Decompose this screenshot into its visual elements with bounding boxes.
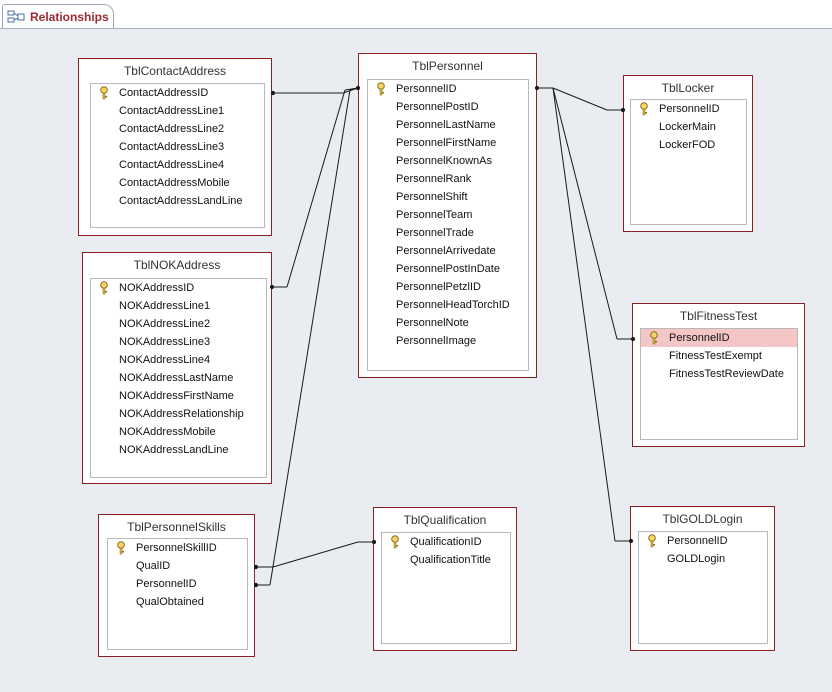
tab-label: Relationships	[30, 9, 109, 24]
field[interactable]: ContactAddressLine4	[119, 159, 225, 171]
field[interactable]: LockerFOD	[659, 139, 716, 151]
key-icon	[100, 86, 108, 100]
field[interactable]: PersonnelFirstName	[396, 137, 497, 149]
field-list[interactable]: PersonnelID FitnessTestExempt FitnessTes…	[640, 328, 798, 440]
field[interactable]: PersonnelTrade	[396, 227, 474, 239]
field[interactable]: GOLDLogin	[667, 553, 726, 565]
field-list[interactable]: PersonnelSkillID QualID PersonnelID Qual…	[107, 538, 248, 650]
relationships-tab[interactable]: Relationships	[2, 4, 114, 28]
table-personnel-skills[interactable]: TblPersonnelSkills PersonnelSkillID Qual…	[98, 514, 255, 657]
field[interactable]: ContactAddressMobile	[119, 177, 230, 189]
table-title[interactable]: TblFitnessTest	[679, 309, 758, 323]
field[interactable]: NOKAddressLine2	[119, 318, 211, 330]
table-title[interactable]: TblContactAddress	[123, 64, 227, 78]
table-contact-address[interactable]: TblContactAddress ContactAddressID Conta…	[78, 58, 272, 236]
field[interactable]: FitnessTestExempt	[669, 350, 762, 362]
key-icon	[648, 534, 656, 548]
table-gold-login[interactable]: TblGOLDLogin PersonnelID GOLDLogin	[630, 506, 775, 651]
table-title[interactable]: TblGOLDLogin	[662, 512, 743, 526]
table-locker[interactable]: TblLocker PersonnelID LockerMain LockerF…	[623, 75, 753, 232]
field-primary-key[interactable]: PersonnelID	[631, 100, 746, 118]
key-icon	[377, 82, 385, 96]
field[interactable]: LockerMain	[659, 121, 716, 133]
field[interactable]: QualID	[136, 560, 171, 572]
field-primary-key[interactable]: PersonnelID	[368, 80, 528, 98]
field-list[interactable]: PersonnelID PersonnelPostID PersonnelLas…	[367, 79, 529, 371]
field[interactable]: PersonnelKnownAs	[396, 155, 493, 167]
key-icon	[650, 331, 658, 345]
field-primary-key[interactable]: NOKAddressID	[91, 279, 266, 297]
field[interactable]: NOKAddressFirstName	[119, 390, 234, 402]
table-title[interactable]: TblNOKAddress	[133, 258, 221, 272]
table-nok-address[interactable]: TblNOKAddress NOKAddressID NOKAddressLin…	[82, 252, 272, 484]
field-list[interactable]: PersonnelID GOLDLogin	[638, 531, 768, 644]
field[interactable]: PersonnelImage	[396, 335, 477, 347]
field[interactable]: PersonnelPetzlID	[396, 281, 481, 293]
field[interactable]: ContactAddressLine2	[119, 123, 225, 135]
field[interactable]: PersonnelArrivedate	[396, 245, 496, 257]
table-title[interactable]: TblQualification	[403, 513, 487, 527]
field[interactable]: PersonnelPostInDate	[396, 263, 500, 275]
field[interactable]: PersonnelLastName	[396, 119, 496, 131]
field[interactable]: ContactAddressLine3	[119, 141, 225, 153]
table-fitness-test[interactable]: TblFitnessTest PersonnelID FitnessTestEx…	[632, 303, 805, 447]
field-primary-key[interactable]: PersonnelID	[639, 532, 767, 550]
field-primary-key-selected[interactable]: PersonnelID	[641, 329, 797, 347]
field-list[interactable]: ContactAddressID ContactAddressLine1 Con…	[90, 83, 265, 228]
field[interactable]: PersonnelShift	[396, 191, 468, 203]
table-title[interactable]: TblPersonnelSkills	[127, 520, 226, 534]
field[interactable]: NOKAddressLine4	[119, 354, 211, 366]
field[interactable]: PersonnelHeadTorchID	[396, 299, 510, 311]
field[interactable]: PersonnelRank	[396, 173, 472, 185]
document-tab-strip: Relationships	[0, 0, 832, 28]
field[interactable]: PersonnelID	[136, 578, 197, 590]
field[interactable]: ContactAddressLine1	[119, 105, 225, 117]
field[interactable]: QualObtained	[136, 596, 204, 608]
key-icon	[640, 102, 648, 116]
field[interactable]: NOKAddressLine3	[119, 336, 211, 348]
field-list[interactable]: QualificationID QualificationTitle	[381, 532, 511, 644]
field[interactable]: NOKAddressRelationship	[119, 408, 244, 420]
key-icon	[117, 541, 125, 555]
field[interactable]: NOKAddressMobile	[119, 426, 216, 438]
relationships-icon	[7, 10, 25, 22]
field-list[interactable]: PersonnelID LockerMain LockerFOD	[630, 99, 747, 225]
field[interactable]: QualificationTitle	[410, 554, 491, 566]
field[interactable]: PersonnelPostID	[396, 101, 479, 113]
table-title[interactable]: TblLocker	[661, 81, 715, 95]
field[interactable]: NOKAddressLastName	[119, 372, 234, 384]
field[interactable]: FitnessTestReviewDate	[669, 368, 784, 380]
field-list[interactable]: NOKAddressID NOKAddressLine1 NOKAddressL…	[90, 278, 267, 478]
table-personnel[interactable]: TblPersonnel PersonnelID PersonnelPostID…	[358, 53, 537, 378]
table-qualification[interactable]: TblQualification QualificationID Qualifi…	[373, 507, 517, 651]
field[interactable]: ContactAddressLandLine	[119, 195, 243, 207]
key-icon	[391, 535, 399, 549]
field-primary-key[interactable]: ContactAddressID	[91, 84, 264, 102]
field-primary-key[interactable]: QualificationID	[382, 533, 510, 551]
field-primary-key[interactable]: PersonnelSkillID	[108, 539, 247, 557]
field[interactable]: NOKAddressLandLine	[119, 444, 229, 456]
field[interactable]: PersonnelTeam	[396, 209, 473, 221]
field[interactable]: PersonnelNote	[396, 317, 469, 329]
key-icon	[100, 281, 108, 295]
table-title[interactable]: TblPersonnel	[412, 59, 483, 73]
field[interactable]: NOKAddressLine1	[119, 300, 211, 312]
